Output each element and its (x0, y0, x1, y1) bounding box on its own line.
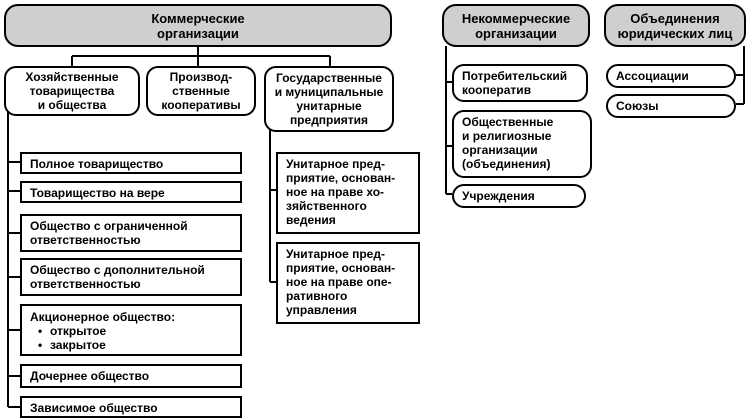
llc-box: Общество с ограниченной ответственностью (20, 214, 242, 252)
unitary-enterprises-group: Государственные и муниципальные унитарны… (264, 66, 394, 132)
associations-box: Ассоциации (606, 64, 736, 88)
unions-box: Союзы (606, 94, 736, 118)
unitary-operative-box: Унитарное пред- приятие, основан- ное на… (276, 242, 420, 324)
consumer-cooperative-box: Потребительский кооператив (452, 64, 588, 102)
institutions-box: Учреждения (452, 184, 586, 208)
jsc-box: Акционерное общество: открытое закрытое (20, 304, 242, 356)
alc-box: Общество с дополнительной ответственност… (20, 258, 242, 296)
limited-partnership-box: Товарищество на вере (20, 181, 242, 203)
jsc-closed-item: закрытое (38, 338, 232, 352)
noncommercial-header: Некоммерческие организации (442, 4, 590, 47)
subsidiary-box: Дочернее общество (20, 364, 242, 388)
unitary-economic-box: Унитарное пред- приятие, основан- ное на… (276, 152, 420, 234)
dependent-box: Зависимое общество (20, 396, 242, 418)
jsc-open-item: открытое (38, 324, 232, 338)
jsc-title: Акционерное общество: (30, 310, 176, 324)
commercial-header: Коммерческие организации (4, 4, 392, 47)
full-partnership-box: Полное товарищество (20, 152, 242, 174)
production-cooperatives-group: Производ- ственные кооперативы (146, 66, 256, 116)
public-religious-box: Общественные и религиозные организации (… (452, 110, 592, 178)
business-partnerships-group: Хозяйственные товарищества и общества (4, 66, 140, 116)
unions-header: Объединения юридических лиц (604, 4, 746, 47)
